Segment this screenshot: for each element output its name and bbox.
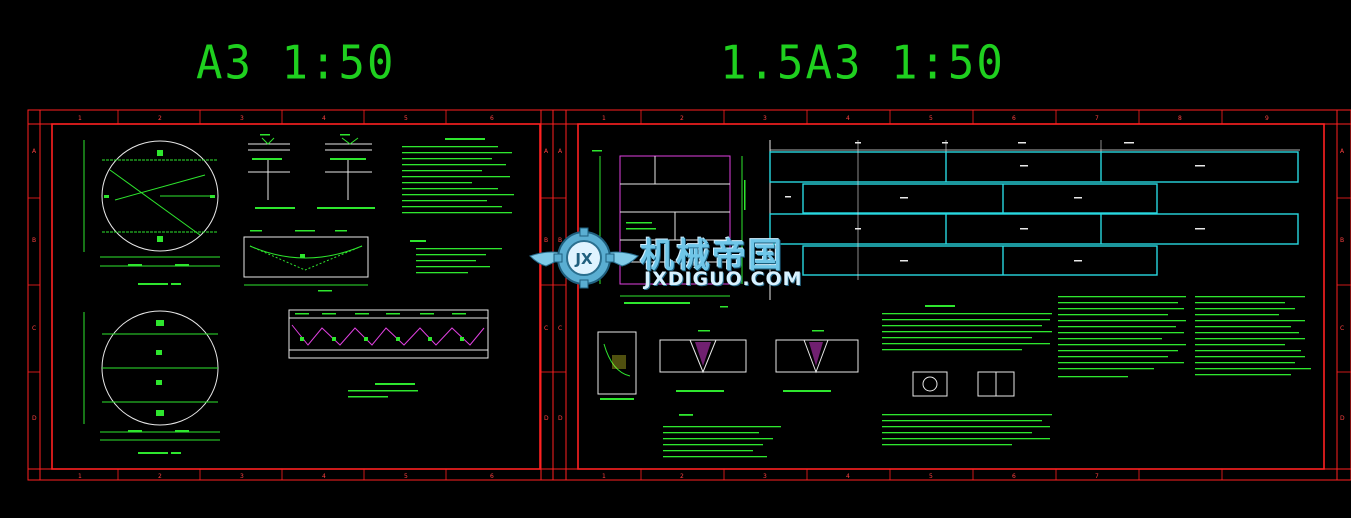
right-row-label-b: B	[558, 237, 562, 244]
right-col-label-2: 2	[680, 115, 684, 122]
left-col-label-4: 4	[322, 115, 326, 122]
right-row-label-a: A	[558, 148, 563, 155]
right-col-label-4-bottom: 4	[846, 473, 850, 480]
tank-front-view-marks	[592, 150, 746, 308]
watermark-chinese-text: 机械帝国	[640, 236, 784, 276]
jxdiguo-watermark: JX 机械帝国 JXDIGUO.COM	[528, 226, 828, 296]
left-row-label-b: B	[32, 237, 36, 244]
left-row-label-a-right: A	[544, 148, 549, 155]
left-row-label-b-right: B	[544, 237, 548, 244]
left-col-label-6-bottom: 6	[490, 473, 494, 480]
right-col-label-5-bottom: 5	[929, 473, 933, 480]
weld-section-fills	[612, 342, 823, 369]
right-row-label-d-right: D	[1340, 415, 1345, 422]
left-technical-notes	[402, 138, 514, 274]
left-row-label-c-right: C	[544, 325, 548, 332]
left-col-label-4-bottom: 4	[322, 473, 326, 480]
lower-circle-drawing	[83, 310, 220, 441]
strip-layout-drawing	[769, 140, 1300, 300]
right-row-label-d: D	[558, 415, 563, 422]
weld-detail-captions	[252, 134, 375, 209]
right-col-label-3-bottom: 3	[763, 473, 767, 480]
weld-section-captions	[600, 330, 831, 400]
left-col-label-2: 2	[158, 115, 162, 122]
strip-layout-dimension-marks	[785, 142, 1205, 262]
left-sheet-zone-labels: 1 2 3 4 5 6 1 2 3 4 5 6 A B C D A B C D	[32, 115, 549, 480]
right-col-label-4: 4	[846, 115, 850, 122]
upper-circle-drawing	[83, 140, 220, 267]
gear-emblem-icon: JX	[529, 227, 639, 289]
left-col-label-6: 6	[490, 115, 494, 122]
upper-circle-details	[104, 150, 215, 285]
left-sheet-scale-title: A3 1:50	[196, 36, 396, 91]
right-col-label-1: 1	[602, 115, 606, 122]
right-col-label-7: 7	[1095, 115, 1099, 122]
left-row-label-a: A	[32, 148, 37, 155]
right-sheet-zone-labels: 1 2 3 4 5 6 7 8 9 1 2 3 4 5 6 7 A B C D …	[558, 115, 1345, 480]
cone-development-drawing	[243, 236, 369, 286]
right-technical-notes	[663, 296, 1311, 458]
right-row-label-b-right: B	[1340, 237, 1344, 244]
right-sheet-border	[552, 109, 1351, 481]
left-sheet-border	[27, 109, 554, 481]
zigzag-strip-marks	[295, 313, 466, 398]
right-col-label-6: 6	[1012, 115, 1016, 122]
emblem-letters: JX	[574, 250, 593, 268]
left-col-label-3: 3	[240, 115, 244, 122]
weld-cross-sections	[597, 331, 1015, 397]
right-row-label-c-right: C	[1340, 325, 1344, 332]
right-sheet-zone-ticks	[553, 110, 1351, 480]
left-col-label-5: 5	[404, 115, 408, 122]
watermark-english-text: JXDIGUO.COM	[644, 268, 803, 290]
right-col-label-9: 9	[1265, 115, 1269, 122]
left-row-label-d-right: D	[544, 415, 549, 422]
left-row-label-c: C	[32, 325, 36, 332]
right-col-label-8: 8	[1178, 115, 1182, 122]
right-col-label-5: 5	[929, 115, 933, 122]
right-col-label-3: 3	[763, 115, 767, 122]
right-sheet-scale-title: 1.5A3 1:50	[720, 36, 1005, 91]
left-row-label-d: D	[32, 415, 37, 422]
left-col-label-2-bottom: 2	[158, 473, 162, 480]
tank-front-view	[599, 155, 743, 297]
left-sheet-zone-ticks	[28, 110, 553, 480]
left-col-label-5-bottom: 5	[404, 473, 408, 480]
right-col-label-1-bottom: 1	[602, 473, 606, 480]
right-col-label-7-bottom: 7	[1095, 473, 1099, 480]
left-col-label-3-bottom: 3	[240, 473, 244, 480]
right-col-label-6-bottom: 6	[1012, 473, 1016, 480]
right-row-label-a-right: A	[1340, 148, 1345, 155]
lower-circle-details	[128, 320, 189, 454]
weld-detail-sketches	[248, 137, 372, 200]
right-row-label-c: C	[558, 325, 562, 332]
left-col-label-1: 1	[78, 115, 82, 122]
zigzag-strip-drawing	[288, 309, 489, 359]
cone-dimension-marks	[250, 230, 347, 292]
right-col-label-2-bottom: 2	[680, 473, 684, 480]
left-col-label-1-bottom: 1	[78, 473, 82, 480]
